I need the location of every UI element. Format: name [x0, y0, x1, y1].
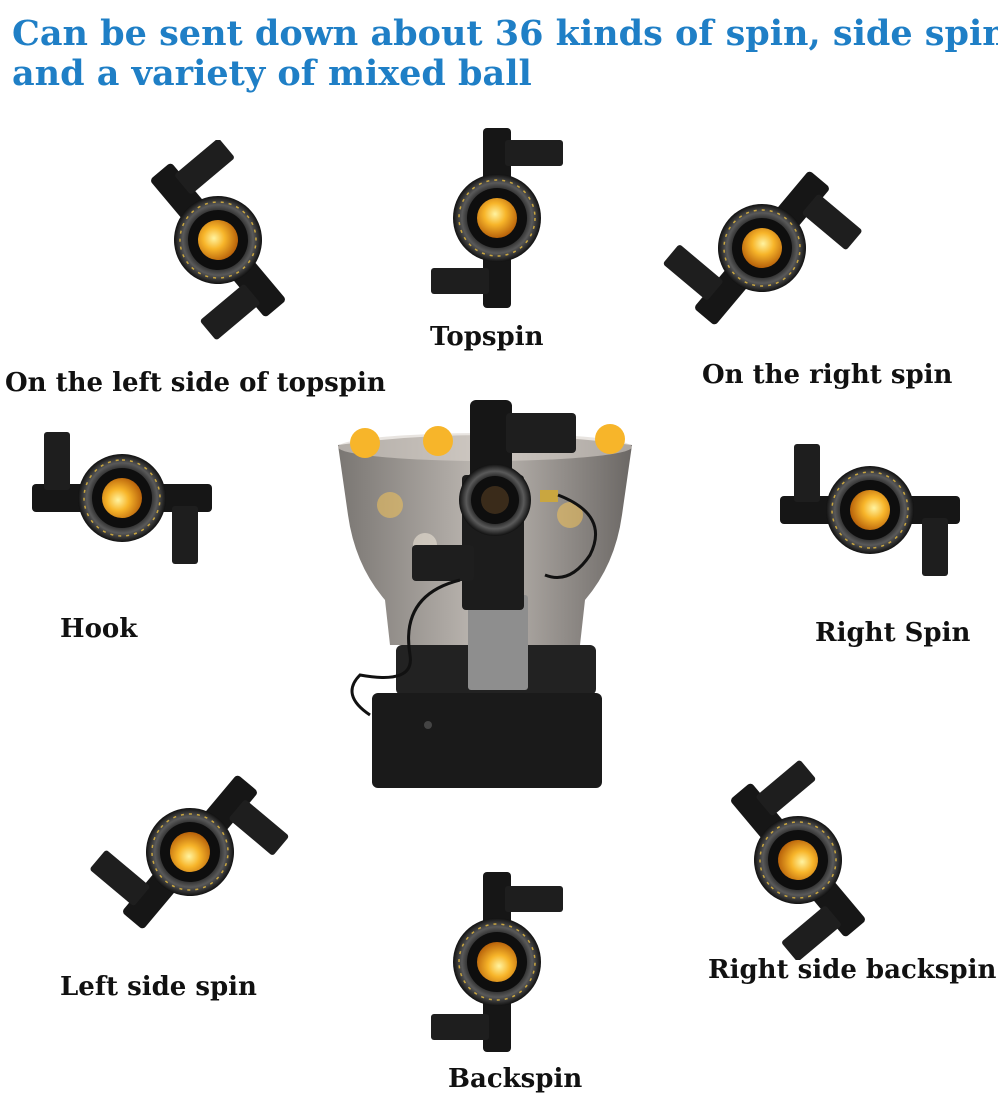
- right-topspin-head-image: [662, 148, 862, 348]
- topspin-head-image: [397, 118, 597, 318]
- hook-head-image: [22, 398, 222, 598]
- left-topspin-head-image: [118, 140, 318, 340]
- label-left-topspin: On the left side of topspin: [5, 368, 386, 398]
- label-right-spin-top: On the right spin: [702, 360, 953, 390]
- label-topspin: Topspin: [430, 322, 544, 352]
- left-side-spin-head-image: [90, 752, 290, 952]
- label-hook: Hook: [60, 614, 138, 644]
- right-spin-head-image: [770, 410, 970, 610]
- label-left-side-spin: Left side spin: [60, 972, 257, 1002]
- backspin-head-image: [397, 862, 597, 1062]
- headline: Can be sent down about 36 kinds of spin,…: [12, 13, 998, 94]
- headline-line-2: and a variety of mixed ball: [12, 53, 532, 94]
- label-right-side-backspin: Right side backspin: [708, 955, 997, 985]
- label-backspin: Backspin: [448, 1064, 583, 1094]
- robot-machine-image: [330, 395, 640, 795]
- label-right-spin: Right Spin: [815, 618, 971, 648]
- headline-line-1: Can be sent down about 36 kinds of spin,…: [12, 13, 998, 54]
- right-side-backspin-head-image: [698, 760, 898, 960]
